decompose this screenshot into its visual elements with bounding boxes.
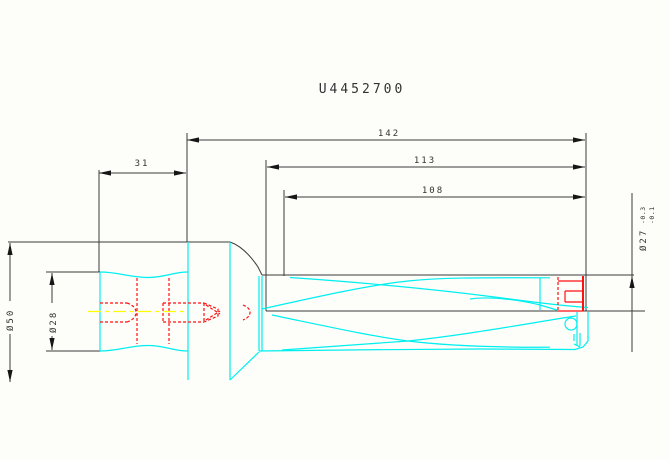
lower-insert-outline: [573, 343, 581, 348]
hidden-details: [100, 276, 584, 344]
dim-142-label: 142: [378, 129, 400, 139]
set-screw-tip-cross: [205, 310, 221, 321]
dim-31-label: 31: [135, 159, 150, 169]
label-mask: [5, 301, 16, 334]
arrow-icon: [187, 137, 199, 143]
flute-line: [271, 314, 551, 348]
dim-dia27-label-group: Ø27 -0.3 -0.1: [638, 206, 656, 251]
part-flange-bottom-cone: [229, 351, 260, 381]
dia50-label: Ø50: [5, 309, 16, 331]
drawing-title: U4452700: [319, 82, 406, 97]
arrow-icon: [49, 273, 55, 285]
arrow-icon: [573, 194, 585, 200]
head-detail-line: [539, 304, 558, 311]
part-geometry: [99, 242, 589, 381]
dia27-label: Ø27: [638, 229, 649, 251]
part-neck-cone-edge: [229, 241, 263, 276]
set-screw-tip-cross: [205, 304, 221, 315]
label-mask: [48, 303, 59, 336]
part-shank-bottom-edge: [99, 344, 189, 352]
dia28-label: Ø28: [48, 311, 59, 333]
dim-108-label: 108: [422, 186, 444, 196]
insert-screw-head: [564, 317, 578, 331]
arrow-icon: [629, 276, 635, 288]
dim-dia50-label-group: Ø50: [5, 301, 16, 334]
arrow-icon: [7, 243, 13, 255]
part-tip-corner: [574, 336, 589, 351]
arrow-icon: [49, 338, 55, 350]
set-screw-tip: [203, 302, 219, 323]
dia27-tol-upper: -0.3: [639, 206, 647, 224]
dim-dia28-label-group: Ø28: [48, 303, 59, 336]
arrow-icon: [573, 137, 585, 143]
arrow-icon: [285, 194, 297, 200]
flute-line: [289, 276, 589, 309]
arrow-icon: [267, 164, 279, 170]
flute-line: [261, 277, 551, 310]
hole-bottom-arc: [242, 304, 251, 321]
arrow-icon: [7, 370, 13, 382]
flute-line: [281, 315, 577, 351]
part-shank-top-edge: [99, 271, 189, 279]
dimension-arrows: [7, 137, 635, 382]
flute-runout-line: [469, 297, 541, 306]
part-body-bottom-edge: [258, 348, 576, 352]
arrow-icon: [573, 164, 585, 170]
arrow-icon: [174, 170, 186, 176]
coolant-hole-bottom-arc: [126, 302, 137, 323]
dia27-tol-lower: -0.1: [648, 206, 656, 224]
dim-113-label: 113: [414, 156, 436, 166]
dimension-lines: [8, 133, 645, 382]
arrow-icon: [99, 170, 111, 176]
